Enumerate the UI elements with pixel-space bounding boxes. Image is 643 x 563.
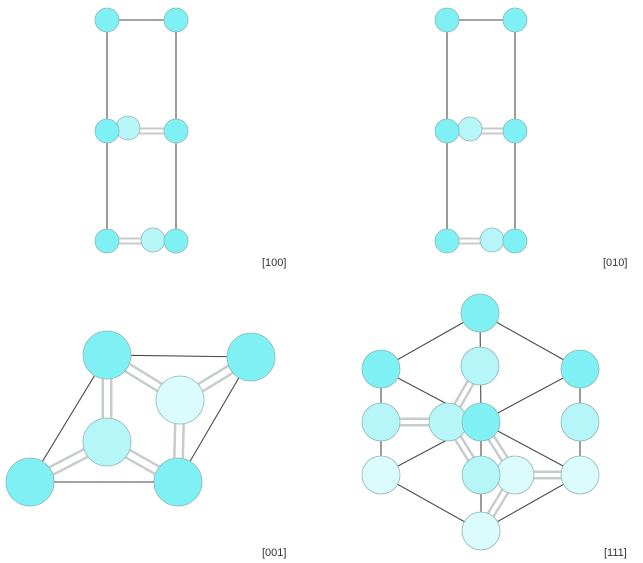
atom [153, 457, 203, 507]
atom [115, 115, 141, 141]
atom [163, 118, 189, 144]
atom [502, 228, 528, 254]
atom [94, 7, 120, 33]
atom [460, 346, 500, 386]
view-001-panel: [001] [5, 330, 286, 559]
atom [140, 227, 166, 253]
atom [226, 332, 276, 382]
atom [560, 455, 600, 495]
atom [461, 455, 501, 495]
atom [560, 402, 600, 442]
bonds [24, 349, 257, 488]
view-label: [001] [262, 547, 286, 559]
atoms [5, 330, 276, 507]
atom [361, 349, 401, 389]
view-100-panel: [100] [94, 7, 286, 269]
view-010-panel: [010] [434, 7, 627, 269]
atom [502, 118, 528, 144]
atom [361, 402, 401, 442]
view-111-panel: [111] [361, 293, 627, 559]
atom [457, 116, 483, 142]
atom [155, 375, 205, 425]
atom [434, 228, 460, 254]
atom [502, 7, 528, 33]
atoms [434, 7, 528, 254]
atom [82, 330, 132, 380]
atom [82, 417, 132, 467]
view-label: [100] [262, 257, 286, 269]
atom [560, 349, 600, 389]
atom [461, 511, 501, 551]
atom [460, 293, 500, 333]
atom [163, 228, 189, 254]
atoms [94, 7, 189, 254]
bonds [103, 127, 180, 245]
bonds [443, 127, 519, 245]
atom [94, 228, 120, 254]
atom [361, 455, 401, 495]
atom [495, 455, 535, 495]
atom [434, 7, 460, 33]
atom [94, 118, 120, 144]
atoms [361, 293, 600, 551]
atom [163, 7, 189, 33]
atom [479, 227, 505, 253]
atom [5, 457, 55, 507]
view-label: [111] [604, 547, 627, 559]
atom [461, 402, 501, 442]
atom [434, 118, 460, 144]
view-label: [010] [603, 257, 627, 269]
atom [428, 402, 468, 442]
